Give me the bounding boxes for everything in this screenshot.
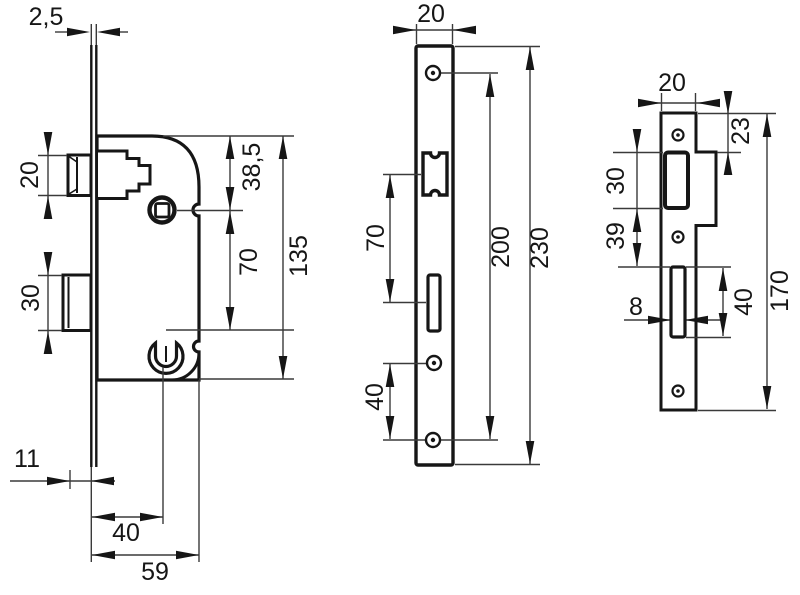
dim-latch-height: 20 bbox=[16, 132, 53, 219]
dim-label-spindle-to-cylinder: 70 bbox=[235, 248, 263, 276]
dim-label-case-depth: 59 bbox=[141, 558, 169, 586]
strike-latch-cutout bbox=[663, 150, 690, 210]
dim-strike-slot-width: 8 bbox=[624, 293, 724, 325]
euro-cylinder-keyhole bbox=[147, 339, 185, 375]
dim-case-depth: 59 bbox=[92, 550, 199, 586]
faceplate-extension-lines bbox=[383, 24, 540, 466]
front-view-strike-plate: 20 23 30 39 170 bbox=[602, 69, 794, 412]
dim-strike-latch-cutout: 30 bbox=[602, 129, 642, 266]
dim-faceplate-height: 230 bbox=[525, 47, 554, 464]
dim-label-faceplate-screw-spacing: 200 bbox=[487, 226, 515, 268]
dim-label-strike-latch-cutout: 30 bbox=[602, 167, 630, 195]
dim-label-faceplate-thickness: 2,5 bbox=[29, 3, 64, 31]
strike-extension-lines bbox=[613, 93, 776, 412]
deadbolt-slot-front bbox=[426, 273, 442, 333]
faceplate-edge bbox=[90, 45, 98, 467]
dim-spindle-to-cylinder: 70 bbox=[225, 211, 263, 330]
dim-label-faceplate-latch-to-bolt: 70 bbox=[362, 224, 390, 252]
dim-strike-cutout-gap: 39 bbox=[602, 222, 642, 266]
dim-faceplate-width: 20 bbox=[393, 0, 476, 35]
latch-bolt-tail bbox=[98, 149, 152, 200]
dim-label-faceplate-width: 20 bbox=[417, 0, 445, 28]
strike-screw-hole-top bbox=[671, 128, 685, 142]
dim-label-faceplate-height: 230 bbox=[526, 227, 554, 269]
faceplate-screw-hole-top bbox=[424, 64, 442, 82]
dim-backset: 40 bbox=[92, 512, 163, 547]
dim-faceplate-screw-spacing: 200 bbox=[485, 74, 515, 439]
dim-label-backset: 40 bbox=[112, 519, 140, 547]
dim-label-strike-top-to-box: 23 bbox=[727, 117, 755, 145]
dim-label-bolt-protrusion: 11 bbox=[14, 445, 40, 473]
dim-label-strike-width: 20 bbox=[658, 69, 686, 97]
dim-label-strike-height: 170 bbox=[766, 270, 794, 312]
dim-strike-width: 20 bbox=[638, 69, 720, 108]
dim-case-height: 135 bbox=[278, 136, 313, 379]
dim-label-case-height: 135 bbox=[285, 235, 313, 277]
deadbolt-head bbox=[61, 273, 93, 332]
dim-label-latch-height: 20 bbox=[16, 161, 44, 189]
dim-label-faceplate-bolt-to-screw: 40 bbox=[361, 383, 389, 411]
case-corner-arc bbox=[171, 352, 201, 382]
latch-opening-front bbox=[421, 151, 449, 197]
dim-faceplate-latch-to-bolt: 70 bbox=[362, 175, 395, 302]
faceplate-screw-hole-middle bbox=[425, 354, 443, 372]
dim-strike-slot-height: 40 bbox=[718, 268, 758, 336]
dim-strike-height: 170 bbox=[762, 114, 794, 409]
dim-faceplate-thickness: 2,5 bbox=[29, 3, 128, 37]
faceplate-plate bbox=[414, 44, 455, 467]
strike-bolt-slot bbox=[669, 265, 687, 339]
dim-label-strike-slot-height: 40 bbox=[730, 288, 758, 316]
spindle-hub bbox=[147, 195, 177, 225]
dim-strike-top-to-box: 23 bbox=[723, 91, 755, 175]
dim-label-strike-cutout-gap: 39 bbox=[602, 222, 630, 250]
faceplate-screw-hole-bottom bbox=[424, 431, 442, 449]
dim-deadbolt-height: 30 bbox=[17, 252, 53, 354]
dim-label-strike-slot-width: 8 bbox=[629, 293, 643, 321]
dim-label-deadbolt-height: 30 bbox=[17, 284, 45, 312]
strike-screw-hole-bottom bbox=[671, 384, 685, 398]
latch-bolt-head bbox=[66, 153, 93, 197]
dim-faceplate-bolt-to-screw: 40 bbox=[361, 364, 395, 439]
side-view-lock-body: 2,5 20 30 38,5 70 bbox=[10, 3, 313, 586]
strike-screw-hole-middle bbox=[671, 230, 685, 244]
dim-label-top-to-spindle: 38,5 bbox=[238, 143, 266, 192]
dim-bolt-protrusion: 11 bbox=[10, 445, 115, 486]
front-view-faceplate: 20 70 40 200 230 bbox=[361, 0, 554, 467]
